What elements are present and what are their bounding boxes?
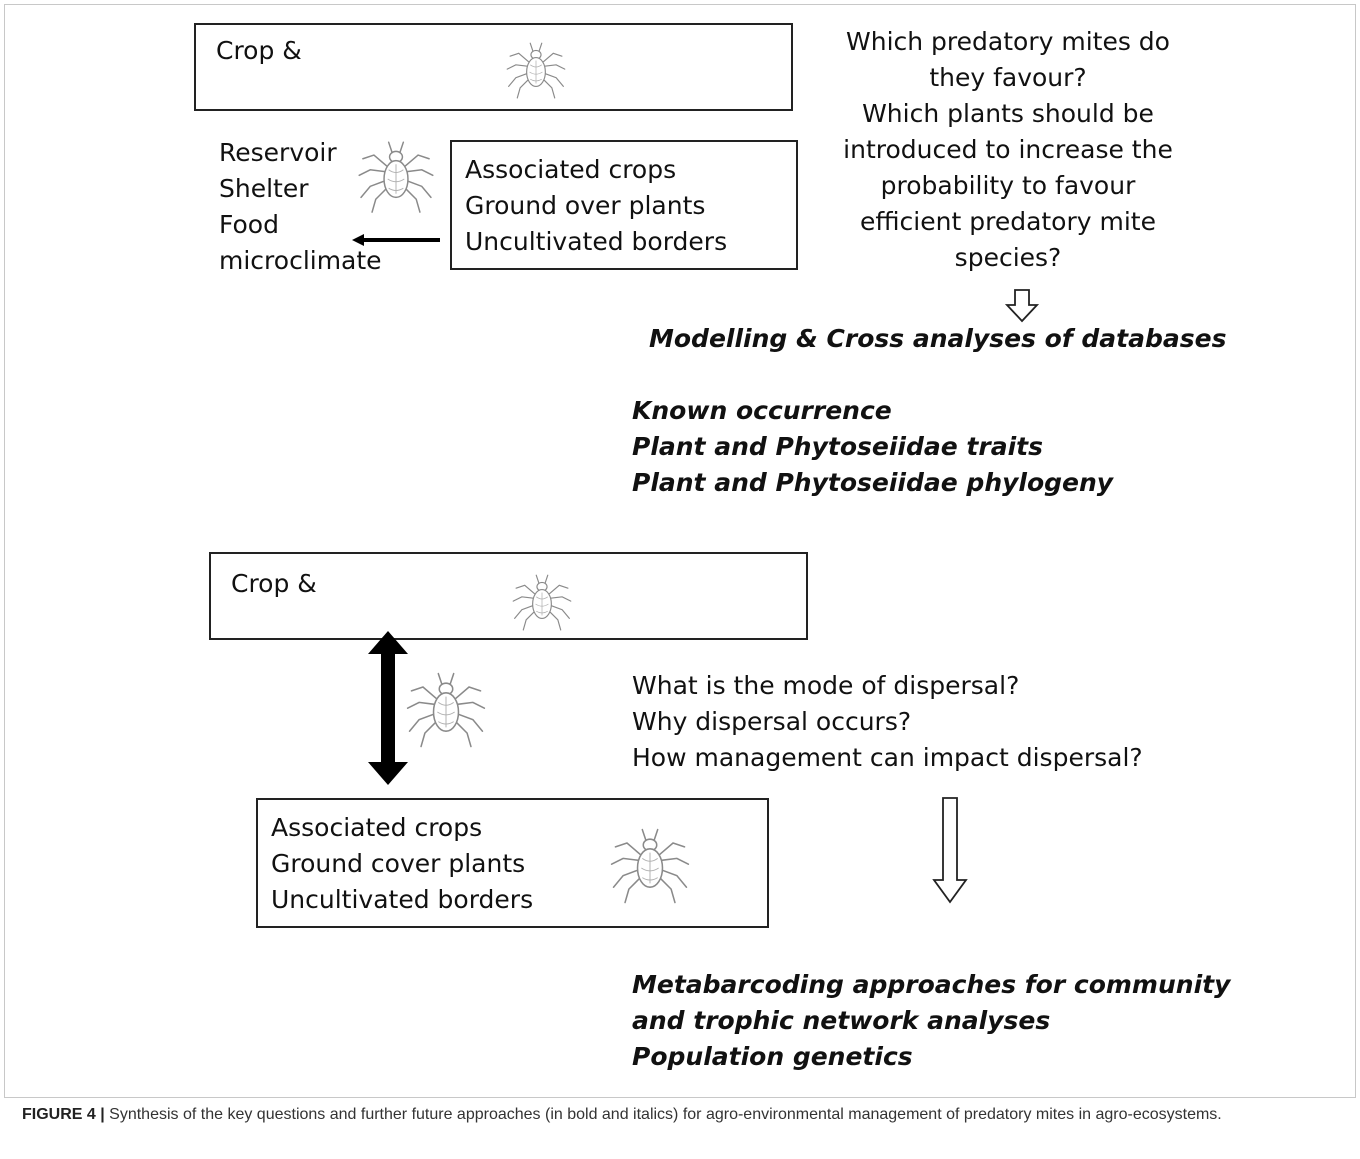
caption-label: FIGURE 4 | xyxy=(22,1106,105,1123)
mite-icon xyxy=(512,574,572,631)
approach-list-bottom: Metabarcoding approaches for community a… xyxy=(632,967,1230,1075)
associated-item: Uncultivated borders xyxy=(271,885,534,914)
question-line: efficient predatory mite xyxy=(860,207,1156,236)
associated-item: Ground cover plants xyxy=(271,849,526,878)
hollow-down-arrow-icon xyxy=(1004,289,1040,323)
function-item: Shelter xyxy=(219,174,309,203)
associated-item: Ground over plants xyxy=(465,191,706,220)
hollow-down-arrow-icon xyxy=(932,797,968,904)
associated-item: Associated crops xyxy=(465,155,677,184)
question-line: Which plants should be xyxy=(862,99,1154,128)
figure-caption: FIGURE 4 | Synthesis of the key question… xyxy=(22,1103,1338,1127)
question-line: introduced to increase the xyxy=(843,135,1173,164)
figure-frame xyxy=(4,4,1356,1098)
mite-icon xyxy=(506,42,566,99)
question-line: Why dispersal occurs? xyxy=(632,707,912,736)
associated-box-bottom: Associated crops Ground cover plants Unc… xyxy=(256,798,769,928)
approach-item: and trophic network analyses xyxy=(632,1006,1051,1035)
question-line: probability to favour xyxy=(880,171,1136,200)
associated-item: Associated crops xyxy=(271,813,483,842)
question-line: What is the mode of dispersal? xyxy=(632,671,1020,700)
crop-box-top: Crop & xyxy=(194,23,793,111)
question-line: How management can impact dispersal? xyxy=(632,743,1143,772)
approach-title: Modelling & Cross analyses of databases xyxy=(649,324,1227,353)
associated-box-top: Associated crops Ground over plants Uncu… xyxy=(450,140,798,270)
approach-item: Metabarcoding approaches for community xyxy=(632,970,1231,999)
crop-box-bottom: Crop & xyxy=(209,552,808,640)
double-arrow-icon xyxy=(368,631,408,785)
mite-icon xyxy=(610,828,690,904)
crop-label: Crop & xyxy=(216,36,302,65)
question-line: Which predatory mites do xyxy=(846,27,1170,56)
key-questions-top: Which predatory mites do they favour? Wh… xyxy=(828,24,1188,276)
question-line: species? xyxy=(954,243,1062,272)
key-questions-bottom: What is the mode of dispersal? Why dispe… xyxy=(632,668,1143,776)
approach-list-top: Known occurrence Plant and Phytoseiidae … xyxy=(632,393,1113,501)
approach-item: Population genetics xyxy=(632,1042,913,1071)
associated-item: Uncultivated borders xyxy=(465,227,728,256)
function-list: Reservoir Shelter Food microclimate xyxy=(219,135,382,279)
function-item: microclimate xyxy=(219,246,382,275)
approach-item: Plant and Phytoseiidae phylogeny xyxy=(632,468,1114,497)
question-line: they favour? xyxy=(929,63,1087,92)
left-arrow-icon xyxy=(352,234,440,246)
caption-text: Synthesis of the key questions and furth… xyxy=(104,1106,1222,1123)
approach-item: Known occurrence xyxy=(632,396,892,425)
crop-label: Crop & xyxy=(231,569,317,598)
function-item: Food xyxy=(219,210,279,239)
approach-item: Plant and Phytoseiidae traits xyxy=(632,432,1043,461)
mite-icon xyxy=(358,141,434,213)
mite-icon xyxy=(406,672,486,748)
function-item: Reservoir xyxy=(219,138,337,167)
